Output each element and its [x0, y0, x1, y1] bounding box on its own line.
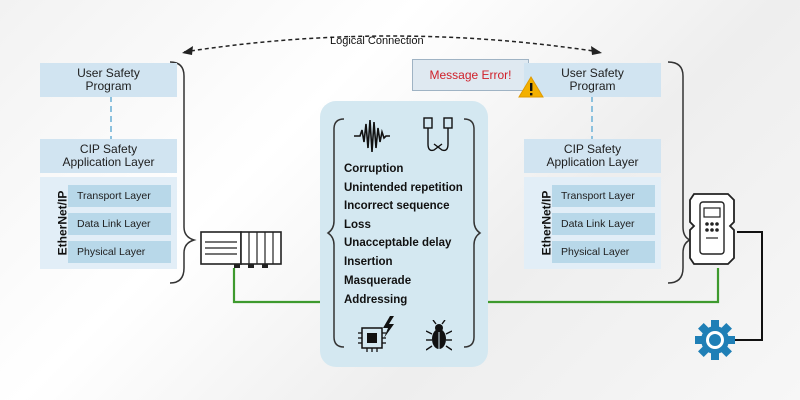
logical-connection-label: Logical Connection: [330, 35, 424, 47]
threat-unintended-repetition: Unintended repetition: [344, 182, 463, 194]
threat-masquerade: Masquerade: [344, 275, 412, 287]
left-transport-layer: Transport Layer: [68, 185, 171, 207]
left-stack-bracket: [169, 61, 197, 284]
right-stack-bracket: [667, 61, 692, 284]
threat-panel: [320, 101, 488, 367]
threat-unacceptable-delay: Unacceptable delay: [344, 237, 452, 249]
left-stack-label: EtherNet/IP: [55, 190, 69, 256]
drive-device-icon: [689, 193, 735, 265]
right-stack-label: EtherNet/IP: [539, 190, 553, 256]
threat-panel-brackets: [326, 118, 482, 348]
threat-incorrect-sequence: Incorrect sequence: [344, 200, 450, 212]
plc-controller-icon: [200, 231, 282, 268]
left-data-link-layer: Data Link Layer: [68, 213, 171, 235]
waveform-icon: [354, 119, 390, 153]
arc-arrow-left: [182, 46, 193, 55]
message-error-box: Message Error!: [412, 59, 529, 91]
warning-icon: [518, 76, 544, 98]
threat-addressing: Addressing: [344, 294, 408, 306]
cable-plug-icon: [423, 117, 453, 152]
chip-lightning-icon: [358, 316, 394, 352]
drive-to-gear-line: [735, 231, 763, 341]
left-physical-layer: Physical Layer: [68, 241, 171, 263]
left-cip-safety-layer: CIP Safety Application Layer: [40, 139, 177, 173]
threat-corruption: Corruption: [344, 163, 404, 175]
threat-loss: Loss: [344, 219, 371, 231]
right-cip-safety-layer: CIP Safety Application Layer: [524, 139, 661, 173]
gear-icon: [695, 320, 735, 360]
right-physical-layer: Physical Layer: [552, 241, 655, 263]
right-transport-layer: Transport Layer: [552, 185, 655, 207]
bug-icon: [426, 320, 452, 351]
right-user-safety-program: User Safety Program: [524, 63, 661, 97]
arc-arrow-right: [591, 46, 602, 55]
left-user-safety-program: User Safety Program: [40, 63, 177, 97]
right-data-link-layer: Data Link Layer: [552, 213, 655, 235]
logical-connection-arc: [183, 35, 601, 53]
threat-insertion: Insertion: [344, 256, 393, 268]
